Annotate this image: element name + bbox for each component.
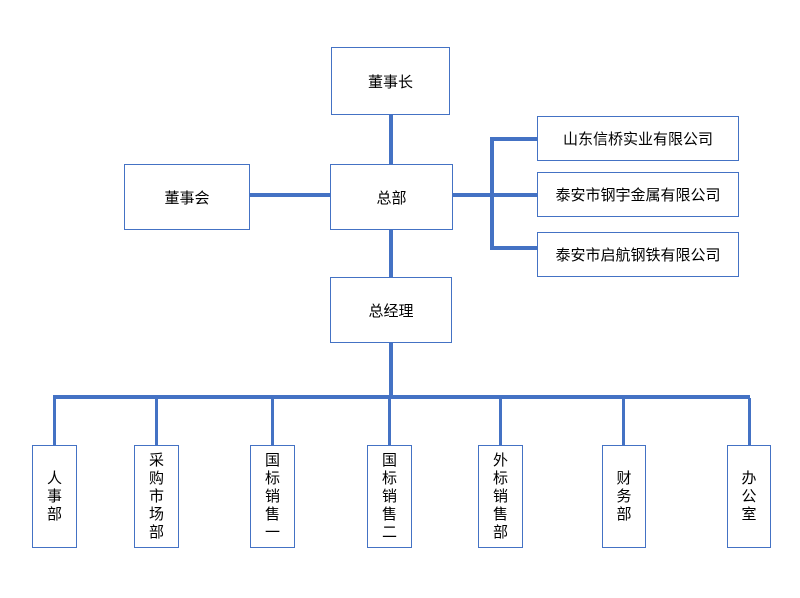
node-board: 董事会: [124, 164, 250, 230]
node-chairman: 董事长: [331, 47, 450, 115]
node-company-3: 泰安市启航钢铁有限公司: [537, 232, 739, 277]
node-dept-7-label: 办公室: [739, 469, 758, 524]
node-dept-5-label: 外标销售部: [491, 451, 509, 542]
node-dept-2: 采购市场部: [134, 445, 179, 548]
node-dept-5: 外标销售部: [478, 445, 523, 548]
node-dept-2-label: 采购市场部: [147, 451, 165, 542]
connector-drop-dept-3: [271, 398, 274, 445]
connector-drop-dept-7: [748, 398, 751, 445]
node-dept-1-label: 人事部: [45, 469, 63, 524]
connector-drop-dept-6: [622, 398, 625, 445]
connector-drop-dept-2: [155, 398, 158, 445]
connector-headquarters-to-gm: [389, 229, 393, 278]
connector-trunk-to-company-2: [490, 193, 538, 197]
node-dept-3: 国标销售一: [250, 445, 295, 548]
node-headquarters-label: 总部: [376, 188, 407, 207]
connector-trunk-to-company-1: [490, 137, 538, 141]
node-board-label: 董事会: [164, 188, 210, 207]
node-dept-6-label: 财务部: [614, 469, 633, 524]
node-dept-1: 人事部: [32, 445, 77, 548]
node-dept-7: 办公室: [727, 445, 771, 548]
node-dept-6: 财务部: [602, 445, 646, 548]
node-headquarters: 总部: [330, 164, 453, 230]
connector-trunk-to-company-3: [490, 246, 538, 250]
connector-drop-dept-1: [53, 398, 56, 445]
connector-board-to-headquarters: [249, 193, 331, 197]
node-company-2-label: 泰安市钢宇金属有限公司: [555, 186, 721, 204]
node-chairman-label: 董事长: [367, 72, 413, 91]
node-dept-4-label: 国标销售二: [380, 451, 398, 542]
connector-bus-horizontal: [53, 395, 750, 399]
node-dept-3-label: 国标销售一: [263, 451, 281, 542]
connector-drop-dept-5: [499, 398, 502, 445]
connector-drop-dept-4: [388, 398, 391, 445]
node-company-1: 山东信桥实业有限公司: [537, 116, 739, 161]
connector-gm-to-bus: [389, 342, 393, 398]
node-company-3-label: 泰安市启航钢铁有限公司: [555, 246, 721, 264]
node-company-1-label: 山东信桥实业有限公司: [562, 130, 713, 148]
node-dept-4: 国标销售二: [367, 445, 412, 548]
connector-headquarters-to-trunk: [452, 193, 494, 197]
connector-chairman-to-headquarters: [389, 114, 393, 165]
node-company-2: 泰安市钢宇金属有限公司: [537, 172, 739, 217]
node-general-manager: 总经理: [330, 277, 452, 343]
node-general-manager-label: 总经理: [368, 301, 414, 320]
